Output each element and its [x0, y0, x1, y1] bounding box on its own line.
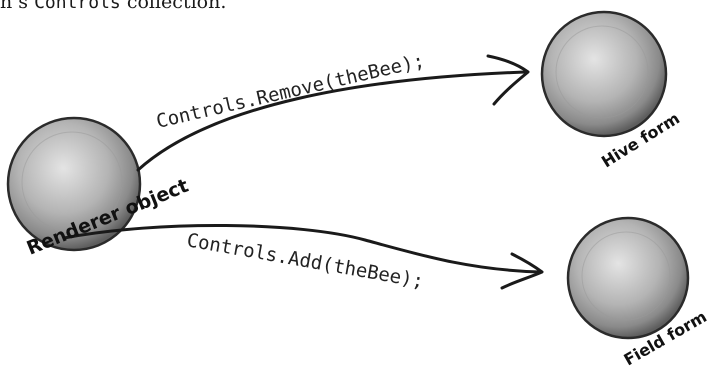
caption-suffix: collection. — [120, 0, 227, 13]
add-arrow-line — [62, 224, 542, 274]
add-arrowhead — [500, 252, 544, 290]
remove-arrowhead — [486, 54, 530, 106]
renderer-sphere — [6, 116, 142, 252]
remove-arrow-line — [136, 70, 527, 172]
remove-message-label: Controls.Remove(theBee); — [154, 50, 426, 133]
field-sphere — [566, 216, 690, 340]
caption-code: Controls — [34, 0, 121, 13]
add-message-label: Controls.Add(theBee); — [185, 229, 425, 292]
renderer-object-node — [6, 116, 142, 252]
field-sphere-inner — [581, 231, 671, 321]
hive-sphere-inner — [555, 25, 649, 119]
renderer-sphere-inner — [21, 131, 123, 233]
field-form-node — [566, 216, 690, 340]
hive-sphere — [540, 10, 668, 138]
caption: n’s Controls collection. — [0, 0, 226, 13]
hive-form-node — [540, 10, 668, 138]
caption-prefix: n’s — [0, 0, 35, 13]
